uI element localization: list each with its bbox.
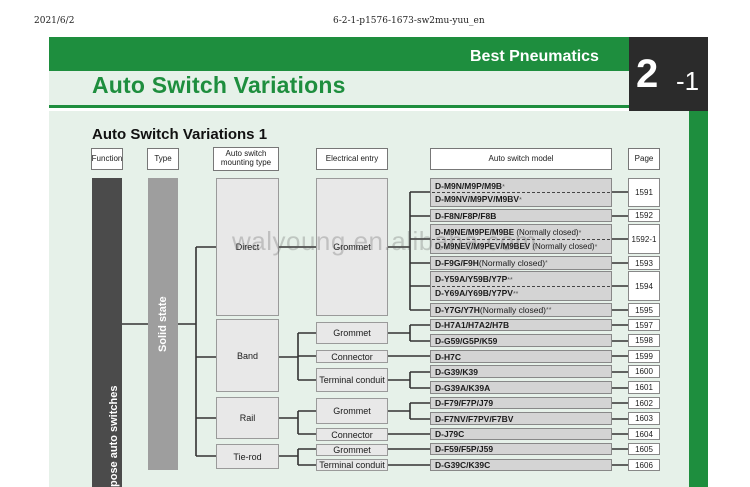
brand-label: Best Pneumatics — [470, 48, 599, 65]
mounting-band: Band — [216, 319, 279, 392]
model-note-mark: ** — [512, 291, 519, 298]
model-nc-note: (Normally closed) — [530, 241, 595, 251]
page-cell: 1592-1 — [628, 224, 660, 254]
type-column — [148, 178, 178, 470]
page-cell: 1605 — [628, 443, 660, 455]
col-head-mounting: Auto switch mounting type — [213, 147, 279, 171]
page-cell: 1604 — [628, 428, 660, 440]
page-cell: 1598 — [628, 334, 660, 347]
model-name: D-G39/K39 — [435, 366, 478, 377]
model-row: D-G39/K39 — [430, 365, 612, 378]
model-name: D-F79/F7P/J79 — [435, 398, 494, 408]
model-name: D-G59/G5P/K59 — [435, 335, 498, 346]
entry-grommet-direct: Grommet — [316, 178, 388, 316]
side-strip — [689, 111, 708, 487]
row-divider — [432, 239, 610, 240]
page-cell: 1602 — [628, 397, 660, 409]
model-name: D-H7C — [435, 351, 461, 362]
watermark: walyoung.en.alibaba.com — [232, 226, 537, 256]
entry-terminal-band: Terminal conduit — [316, 368, 388, 392]
page-cell: 1591 — [628, 178, 660, 207]
model-name: D-M9NV/M9PV/M9BV — [435, 194, 520, 205]
model-name: D-M9N/M9P/M9B — [435, 180, 503, 191]
model-name: D-Y59A/Y59B/Y7P — [435, 274, 508, 284]
model-name: D-Y69A/Y69B/Y7PV — [435, 288, 513, 298]
page-cell: 1592 — [628, 209, 660, 222]
function-label: pose auto switches — [108, 385, 120, 487]
model-name: D-F9G/F9H — [435, 258, 479, 268]
row-divider — [432, 192, 610, 193]
brand-bar — [49, 37, 629, 71]
model-name: D-F59/F5P/J59 — [435, 444, 494, 454]
chapter-number: 2 — [636, 52, 659, 96]
model-note-mark: * — [594, 243, 598, 251]
function-column — [92, 178, 122, 487]
page-cell: 1603 — [628, 412, 660, 425]
page-cell: 1594 — [628, 271, 660, 301]
model-nc-note: (Normally closed) — [478, 258, 546, 268]
entry-connector-rail: Connector — [316, 428, 388, 441]
page-cell: 1593 — [628, 256, 660, 270]
model-name: D-F7NV/F7PV/F7BV — [435, 413, 514, 424]
col-head-type: Type — [147, 148, 179, 170]
model-row: D-F59/F5P/J59 — [430, 443, 612, 455]
model-name: D-J79C — [435, 429, 465, 439]
model-row: D-H7C — [430, 350, 612, 363]
page-cell: 1600 — [628, 365, 660, 378]
model-note-mark: * — [502, 183, 505, 191]
entry-grommet-rail: Grommet — [316, 398, 388, 424]
model-note-mark: * — [519, 197, 522, 205]
row-divider — [432, 286, 610, 287]
model-note-mark: ** — [546, 306, 552, 314]
model-note-mark: * — [545, 259, 548, 267]
page-title: Auto Switch Variations — [92, 72, 346, 98]
model-row: D-F79/F7P/J79 — [430, 397, 612, 409]
model-row: D-G39A/K39A — [430, 381, 612, 394]
model-row: D-G59/G5P/K59 — [430, 334, 612, 347]
model-row: D-G39C/K39C — [430, 459, 612, 471]
model-row: D-H7A1/H7A2/H7B — [430, 319, 612, 331]
page-cell: 1601 — [628, 381, 660, 394]
model-row: D-F7NV/F7PV/F7BV — [430, 412, 612, 425]
entry-connector-band: Connector — [316, 350, 388, 363]
model-name: D-F8N/F8P/F8B — [435, 210, 497, 221]
model-row: D-F8N/F8P/F8B — [430, 209, 612, 222]
chapter-badge — [629, 37, 708, 111]
model-name: D-G39A/K39A — [435, 382, 491, 393]
entry-grommet-band: Grommet — [316, 322, 388, 344]
model-nc-note: (Normally closed) — [514, 227, 579, 237]
model-name: D-G39C/K39C — [435, 460, 491, 470]
chapter-subnumber: -1 — [676, 66, 700, 96]
col-head-electrical: Electrical entry — [316, 148, 388, 170]
print-date: 2021/6/2 — [34, 16, 75, 26]
model-note-mark: ** — [507, 277, 513, 284]
title-band — [49, 71, 629, 108]
model-name: D-Y7G/Y7H — [435, 305, 480, 315]
page-cell: 1606 — [628, 459, 660, 471]
col-head-page: Page — [628, 148, 660, 170]
model-name: D-H7A1/H7A2/H7B — [435, 320, 510, 330]
col-head-function: Function — [91, 148, 123, 170]
type-label: Solid state — [157, 296, 169, 352]
model-row: D-J79C — [430, 428, 612, 440]
entry-grommet-tierod: Grommet — [316, 444, 388, 456]
model-row: D-F9G/F9H (Normally closed)* — [430, 256, 612, 270]
print-filename: 6-2-1-p1576-1673-sw2mu-yuu_en — [333, 16, 485, 26]
entry-terminal-tierod: Terminal conduit — [316, 459, 388, 471]
model-name: D-M9NE/M9PE/M9BE — [435, 227, 515, 237]
model-row: D-Y7G/Y7H (Normally closed)** — [430, 303, 612, 317]
mounting-tie-rod: Tie-rod — [216, 444, 279, 469]
model-nc-note: (Normally closed) — [479, 305, 546, 315]
page-cell: 1595 — [628, 303, 660, 317]
model-note-mark: * — [578, 229, 582, 237]
mounting-direct: Direct — [216, 178, 279, 316]
model-name: D-M9NEV/M9PEV/M9BEV — [435, 241, 531, 251]
page-cell: 1597 — [628, 319, 660, 331]
mounting-rail: Rail — [216, 397, 279, 439]
section-title: Auto Switch Variations 1 — [92, 126, 268, 143]
col-head-model: Auto switch model — [430, 148, 612, 170]
page-cell: 1599 — [628, 350, 660, 363]
